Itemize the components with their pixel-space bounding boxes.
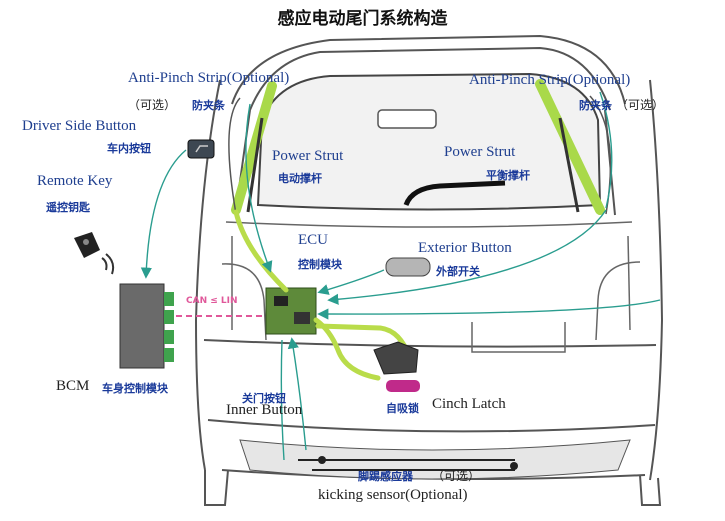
bcm-label: BCM	[56, 378, 90, 394]
remote-key-icon	[74, 232, 115, 275]
driver-side-button-label: Driver Side Button	[22, 118, 137, 134]
exterior-button-icon	[385, 257, 431, 277]
anti-pinch-strip-left	[231, 81, 277, 215]
anti-pinch-right-optional: （可选）	[616, 98, 665, 112]
power-strut-right	[558, 117, 580, 213]
power-strut-left-zh: 电动撑杆	[278, 172, 322, 185]
driver-side-button-zh: 车内按钮	[107, 142, 151, 155]
exterior-button-zh: 外部开关	[436, 265, 480, 278]
anti-pinch-left-label: Anti-Pinch Strip(Optional)	[128, 70, 290, 86]
ecu-board-icon	[265, 287, 317, 335]
ecu-zh: 控制模块	[298, 258, 342, 271]
cinch-latch-label: Cinch Latch	[432, 396, 506, 412]
kicking-sensor-zh: 脚踢感应器	[358, 470, 413, 483]
kicking-sensor-label: kicking sensor(Optional)	[318, 487, 468, 503]
wiper-icon	[403, 180, 506, 207]
anti-pinch-right-label: Anti-Pinch Strip(Optional)	[469, 72, 631, 88]
bcm-zh: 车身控制模块	[102, 382, 168, 395]
tailgate-panel	[221, 221, 641, 353]
kicking-sensor-icon	[298, 456, 518, 471]
anti-pinch-left-optional: （可选）	[128, 98, 177, 112]
cinch-latch-icon	[373, 341, 420, 392]
ecu-label: ECU	[298, 232, 328, 248]
signal-connectors	[140, 91, 661, 461]
inner-button-label: Inner Button	[226, 402, 303, 418]
anti-pinch-right-zh: 防夹条	[579, 99, 612, 112]
rear-window	[256, 72, 602, 211]
remote-key-label: Remote Key	[37, 173, 113, 189]
power-strut-right-zh: 平衡撑杆	[486, 169, 530, 182]
hinge-left	[228, 97, 241, 215]
remote-key-zh: 遥控钥匙	[46, 201, 90, 214]
can-lin-label: CAN ≤ LIN	[186, 296, 238, 306]
diagram-title: 感应电动尾门系统构造	[277, 9, 448, 29]
inner-button-zh: 关门按钮	[242, 392, 286, 405]
power-strut-right-label: Power Strut	[444, 144, 516, 160]
anti-pinch-strip-right	[535, 79, 605, 215]
anti-pinch-left-zh: 防夹条	[192, 99, 225, 112]
cinch-latch-zh: 自吸锁	[386, 402, 419, 415]
brake-light	[377, 109, 437, 129]
driver-side-button-icon	[187, 139, 215, 159]
power-strut-left-label: Power Strut	[272, 148, 344, 164]
bcm-icon	[119, 283, 174, 369]
kicking-sensor-optional: （可选）	[432, 469, 481, 483]
exterior-button-label: Exterior Button	[418, 240, 512, 256]
